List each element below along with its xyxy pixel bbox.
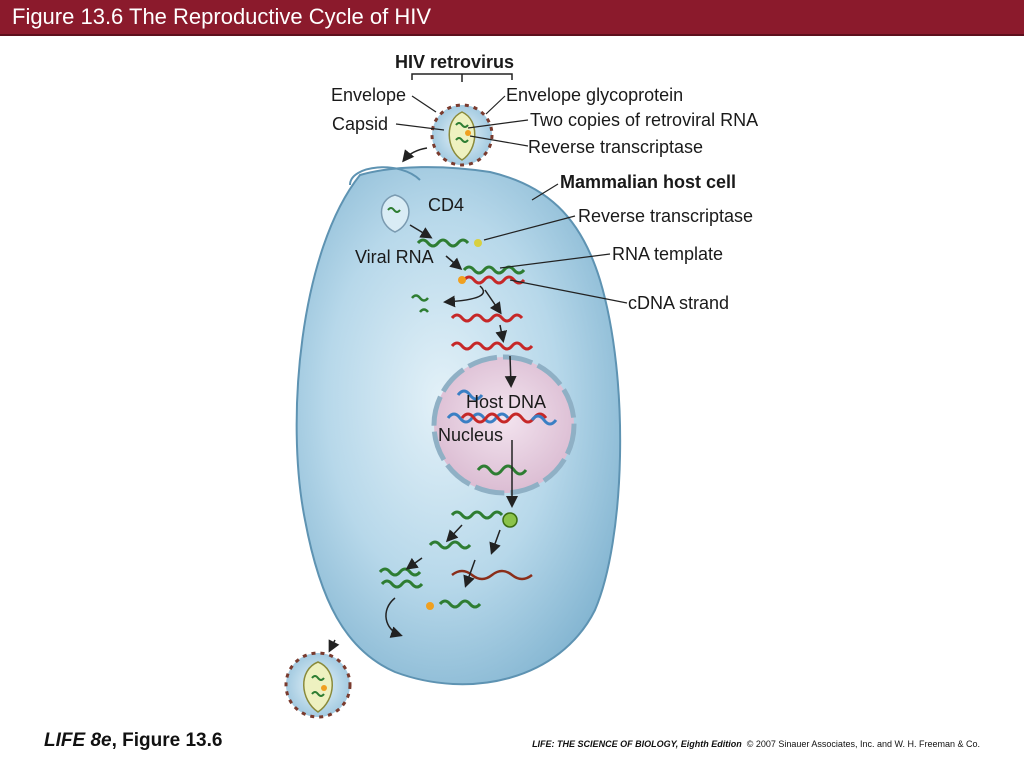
viral-rna-strand: [416, 238, 482, 248]
label-envelope: Envelope: [331, 85, 406, 105]
footer-credit-title: LIFE: THE SCIENCE OF BIOLOGY, Eighth Edi…: [532, 739, 742, 749]
label-nucleus: Nucleus: [438, 425, 503, 445]
flow-arrows: [328, 147, 518, 653]
label-cdna-strand: cDNA strand: [628, 293, 729, 313]
cdna-strands: [450, 313, 534, 351]
label-capsid: Capsid: [332, 114, 388, 134]
footer-book: LIFE 8e: [44, 730, 112, 751]
footer-credit: LIFE: THE SCIENCE OF BIOLOGY, Eighth Edi…: [532, 739, 980, 749]
label-envelope-glycoprotein: Envelope glycoprotein: [506, 85, 683, 105]
hiv-virion-released: [284, 651, 352, 719]
label-two-copies-rna: Two copies of retroviral RNA: [530, 110, 758, 130]
rna-cdna-hybrid: [458, 265, 526, 285]
footer-figure-ref: LIFE 8e, Figure 13.6: [44, 730, 222, 752]
label-cd4: CD4: [428, 195, 464, 215]
title-bar: Figure 13.6 The Reproductive Cycle of HI…: [0, 0, 1024, 36]
nucleus: [431, 354, 577, 496]
hiv-virion-top: [430, 103, 494, 167]
entering-capsid: [380, 194, 410, 233]
footer-figure: , Figure 13.6: [111, 730, 223, 751]
label-mammalian-host-cell: Mammalian host cell: [560, 172, 736, 192]
label-reverse-transcriptase: Reverse transcriptase: [578, 206, 753, 226]
host-dna-strand: [446, 389, 558, 476]
label-viral-rna: Viral RNA: [355, 247, 434, 267]
label-rna-template: RNA template: [612, 244, 723, 264]
footer-credit-rest: © 2007 Sinauer Associates, Inc. and W. H…: [746, 739, 980, 749]
leader-lines: [395, 95, 628, 304]
label-reverse-transcriptase-top: Reverse transcriptase: [528, 137, 703, 157]
hiv-bracket: [411, 73, 513, 82]
page-title: Figure 13.6 The Reproductive Cycle of HI…: [12, 4, 432, 29]
label-hiv-retrovirus: HIV retrovirus: [395, 52, 514, 72]
label-host-dna: Host DNA: [466, 392, 546, 412]
viral-transcripts: [378, 510, 533, 610]
degraded-rna: [411, 294, 429, 313]
